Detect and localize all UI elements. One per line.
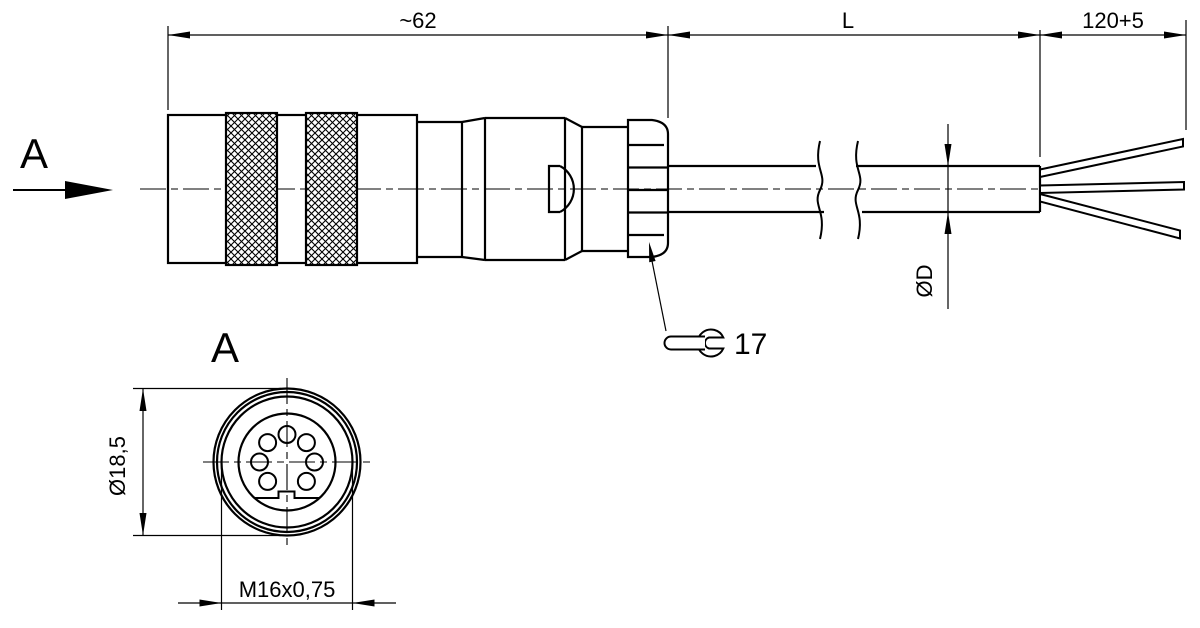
dim-cable-length-text: L — [842, 8, 854, 33]
hex-nut-outline — [626, 118, 670, 259]
pin-hole — [258, 471, 278, 491]
wire-bottom — [1039, 192, 1181, 240]
dim-cable-diameter-text: ØD — [912, 265, 937, 298]
outer-diameter-dimension: Ø18,5 — [105, 387, 281, 537]
side-view-a-label: A — [20, 130, 48, 177]
side-view: A — [13, 8, 1187, 361]
pin-hole — [250, 452, 269, 472]
dim-arrow — [944, 212, 952, 234]
cable-break-symbol-left — [816, 140, 824, 240]
pin-hole — [258, 433, 278, 453]
wrench-size-label: 17 — [734, 328, 767, 361]
shell-inner-rim-circle — [215, 390, 359, 534]
body-front-cylinder — [166, 113, 419, 265]
hex-nut-flats — [628, 143, 668, 237]
view-arrow-head — [65, 181, 113, 199]
wrench-handle — [663, 335, 705, 351]
dim-strip-length-text: 120+5 — [1082, 8, 1144, 33]
dim-thread-text: M16x0,75 — [239, 577, 336, 602]
front-view-a-label: A — [211, 324, 239, 371]
dim-arrow — [1040, 31, 1062, 39]
dim-outer-diameter-text: Ø18,5 — [105, 436, 130, 496]
length-dimensions: ~62 L 120+5 — [167, 8, 1187, 157]
cable-diameter-dimension: ØD — [912, 124, 952, 309]
body-rear-section — [483, 116, 583, 262]
keyway — [254, 490, 320, 499]
dim-arrow — [139, 513, 147, 536]
outer-shell-circle — [212, 387, 362, 537]
dim-arrow — [199, 599, 222, 607]
extension-lines — [133, 387, 281, 537]
dim-connector-length-text: ~62 — [399, 8, 436, 33]
wire-middle — [1039, 180, 1185, 195]
leader-line — [651, 260, 667, 332]
thread-circle — [220, 395, 354, 529]
hex-nut — [626, 118, 670, 259]
body-shoulder-taper — [461, 116, 486, 262]
dim-arrow — [1018, 31, 1040, 39]
connector-face — [212, 387, 362, 537]
dim-arrow — [168, 31, 190, 39]
open-end-wrench-icon — [663, 328, 725, 358]
pin-hole — [296, 433, 316, 453]
view-direction-arrow-icon: A — [13, 130, 113, 199]
body-neck-cylinder — [580, 125, 628, 253]
wrench-callout: 17 — [649, 242, 767, 361]
pin-hole — [305, 452, 324, 472]
connector-body — [166, 111, 670, 267]
leader-arrow — [649, 242, 656, 263]
dim-arrow — [139, 388, 147, 411]
extension-lines — [220, 463, 354, 610]
pin-hole — [296, 471, 316, 491]
knurl-band-front — [224, 111, 279, 267]
pin-holes — [250, 425, 324, 491]
dim-arrow — [944, 144, 952, 166]
dim-arrow — [646, 31, 668, 39]
pin-hole — [277, 425, 297, 444]
body-step-section — [417, 120, 464, 259]
thread-dimension: M16x0,75 — [178, 463, 396, 610]
insert-face-circle — [237, 412, 337, 512]
front-view: A Ø1 — [105, 324, 396, 610]
dim-arrow — [1164, 31, 1186, 39]
dim-arrow — [668, 31, 690, 39]
body-detail-bulge — [547, 164, 575, 214]
cable-edge-left-segment — [668, 164, 824, 214]
wire-top — [1039, 137, 1184, 179]
extension-lines — [167, 20, 1187, 157]
cable-break-symbol-right — [854, 140, 862, 240]
knurl-band-rear — [304, 111, 359, 267]
dim-arrow — [352, 599, 375, 607]
